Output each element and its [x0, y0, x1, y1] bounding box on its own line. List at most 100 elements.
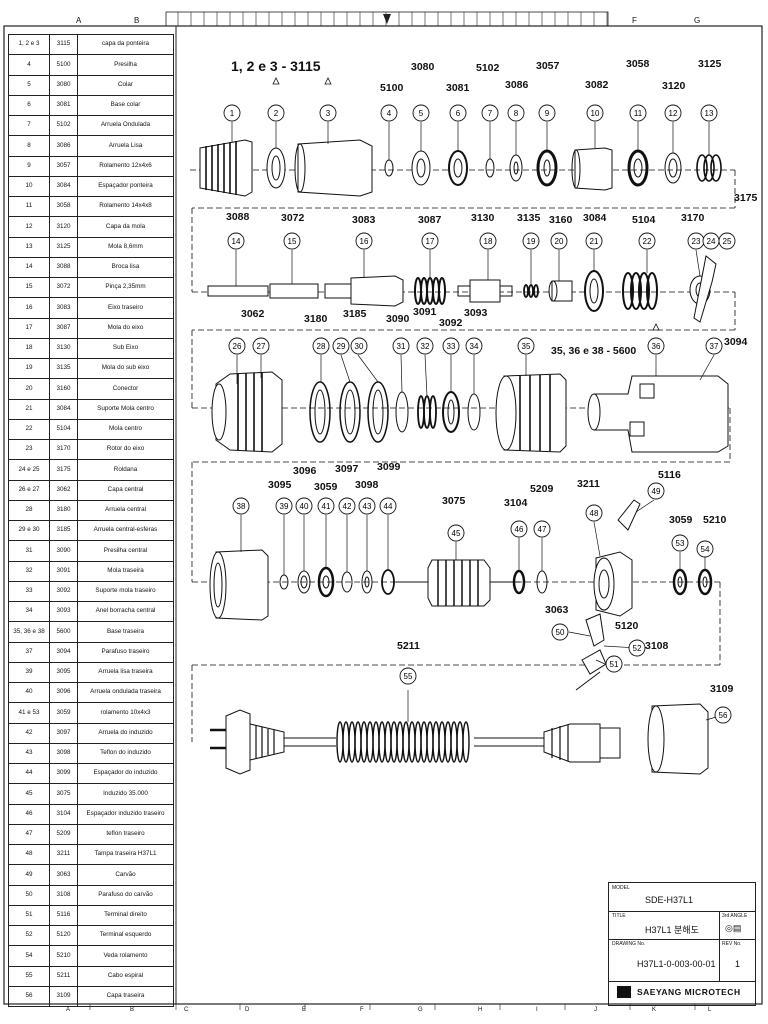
callout-number: 53 [676, 539, 685, 548]
part-code-label: 3080 [411, 61, 435, 73]
callout-number: 49 [652, 487, 661, 496]
callout-circle [533, 520, 551, 538]
callout-circle [465, 337, 483, 355]
part-code-label: 5100 [380, 82, 404, 94]
callout-number: 36 [652, 342, 661, 351]
part-code-label: 3092 [439, 317, 463, 329]
projection-caption: 3rd ANGLE [722, 913, 748, 919]
column-label: E [302, 1007, 307, 1013]
callout-number: 43 [363, 502, 372, 511]
company-name: SAEYANG MICROTECH [637, 987, 741, 997]
part-code-label: 3108 [645, 640, 669, 652]
part-code-label: 3059 [314, 481, 338, 493]
callout-circle [447, 524, 465, 542]
row3-title: 35, 36 e 38 - 5600 [551, 345, 637, 357]
callout-circle [586, 104, 604, 122]
part-code-label: 3084 [583, 212, 607, 224]
rev-caption: REV No. [722, 941, 742, 947]
callout-circle [358, 497, 376, 515]
callout-number: 50 [556, 628, 565, 637]
callout-circle [585, 232, 603, 250]
callout-circle [449, 104, 467, 122]
callout-circle [551, 623, 569, 641]
callout-number: 56 [719, 711, 728, 720]
column-label: L [708, 1007, 712, 1013]
callout-number: 24 [707, 237, 716, 246]
callout-circle [714, 706, 732, 724]
callout-number: 32 [421, 342, 430, 351]
callout-number: 26 [233, 342, 242, 351]
callout-number: 22 [643, 237, 652, 246]
callout-circle [350, 337, 368, 355]
callout-number: 1 [230, 109, 235, 118]
part-code-label: 5209 [530, 483, 554, 495]
callout-circle [412, 104, 430, 122]
part-code-label: 5116 [658, 469, 681, 481]
callout-circle [252, 337, 270, 355]
callout-circle [629, 104, 647, 122]
callout-circle [664, 104, 682, 122]
drawing-number: H37L1-0-003-00-01 [637, 959, 716, 969]
part-code-label: 3087 [418, 214, 442, 226]
part-code-label: 3091 [413, 306, 437, 318]
callout-number: 42 [343, 502, 352, 511]
callout-number: 23 [692, 237, 701, 246]
part-shape [211, 371, 729, 453]
callout-number: 52 [633, 644, 642, 653]
part-code-label: 3083 [352, 214, 376, 226]
company-logo [617, 986, 631, 998]
part-shape [210, 703, 709, 775]
callout-circle [416, 337, 434, 355]
callout-circle [507, 104, 525, 122]
callout-circle [379, 497, 397, 515]
row1-title: 1, 2 e 3 - 3115 [231, 58, 321, 74]
callout-circle [705, 337, 723, 355]
part-code-label: 3062 [241, 308, 265, 320]
column-label: K [652, 1007, 657, 1013]
column-label: H [478, 1007, 483, 1013]
callout-circle [638, 232, 656, 250]
callout-circle [647, 482, 665, 500]
revision-number: 1 [735, 959, 741, 969]
callout-circle [696, 540, 714, 558]
part-code-label: 5104 [632, 214, 656, 226]
callout-number: 3 [326, 109, 331, 118]
callout-circle [671, 534, 689, 552]
callout-circle [227, 232, 245, 250]
projection-icon: ◎▤ [725, 923, 742, 933]
callout-circle [228, 337, 246, 355]
callout-number: 6 [456, 109, 461, 118]
part-code-label: 3185 [343, 308, 367, 320]
callout-number: 18 [484, 237, 493, 246]
part-code-label: 5210 [703, 514, 727, 526]
callout-number: 5 [419, 109, 424, 118]
part-code-label: 3058 [626, 58, 650, 70]
callout-circle [232, 497, 250, 515]
callout-number: 37 [710, 342, 719, 351]
callout-number: 2 [274, 109, 279, 118]
title-caption: TITLE [612, 913, 626, 919]
part-code-label: 3120 [662, 80, 686, 92]
column-label: J [594, 1007, 597, 1013]
callout-circle [550, 232, 568, 250]
part-code-label: 3097 [335, 463, 359, 475]
callout-number: 51 [610, 660, 619, 669]
